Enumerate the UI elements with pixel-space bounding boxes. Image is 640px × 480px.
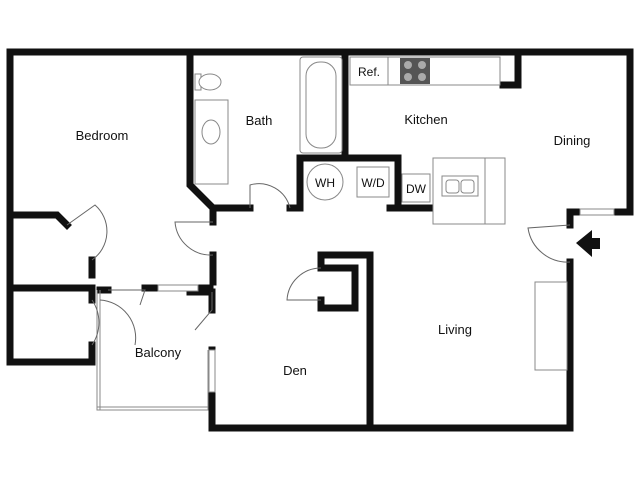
washer-dryer xyxy=(356,166,390,198)
closet-door xyxy=(91,299,100,346)
room-label-den: Den xyxy=(283,363,307,378)
balcony-slider xyxy=(194,292,213,331)
water-heater xyxy=(306,163,344,201)
den-closet-door xyxy=(286,267,322,301)
kitchen-fixtures xyxy=(349,56,506,225)
bath-fixtures xyxy=(194,56,343,185)
fixture-label-refrigerator: Ref. xyxy=(358,65,380,79)
bedroom-door xyxy=(66,204,108,261)
fixture-label-dishwasher: DW xyxy=(406,182,427,196)
fixture-label-washer-dryer: W/D xyxy=(361,176,385,190)
living-built-in xyxy=(534,281,568,371)
entry-arrow-icon xyxy=(576,230,600,257)
doors xyxy=(66,183,571,346)
room-label-dining: Dining xyxy=(554,133,591,148)
hall-door xyxy=(174,221,214,256)
room-label-balcony: Balcony xyxy=(135,345,182,360)
room-label-bath: Bath xyxy=(246,113,273,128)
room-label-kitchen: Kitchen xyxy=(404,112,447,127)
room-label-living: Living xyxy=(438,322,472,337)
dining-window xyxy=(579,208,615,216)
den-window xyxy=(208,349,216,393)
bath-door xyxy=(249,183,291,209)
balcony-door xyxy=(99,289,146,346)
entry-door xyxy=(527,224,571,263)
laundry-fixtures xyxy=(306,163,390,201)
sink-icon xyxy=(201,119,221,145)
refrigerator xyxy=(349,56,389,86)
balcony-outline xyxy=(96,290,209,411)
dishwasher xyxy=(401,173,431,203)
toilet-icon xyxy=(198,73,222,91)
walls xyxy=(6,48,634,432)
stove-icon xyxy=(400,58,430,84)
room-label-bedroom: Bedroom xyxy=(76,128,129,143)
balcony-window xyxy=(157,284,199,292)
fixture-label-water-heater: WH xyxy=(315,176,335,190)
